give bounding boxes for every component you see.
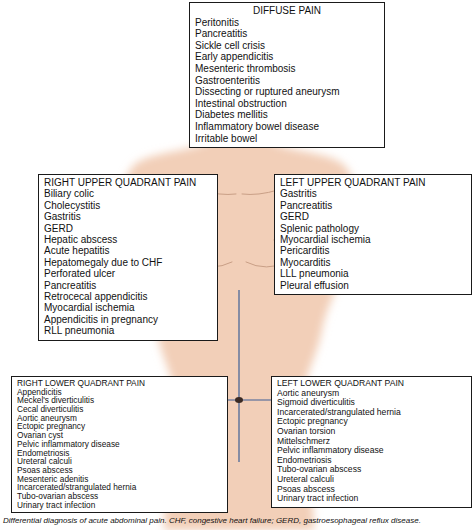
- diagnosis-item: Tubo-ovarian abscess: [17, 492, 222, 501]
- diagnosis-item: Cholecystitis: [44, 200, 212, 211]
- diagnosis-item: GERD: [280, 211, 466, 222]
- diagnosis-item: Meckel's diverticulitis: [17, 396, 222, 405]
- region-heading: RIGHT LOWER QUADRANT PAIN: [17, 379, 222, 388]
- diagnosis-item: Sickle cell crisis: [195, 40, 379, 52]
- diagnosis-item: Myocardial ischemia: [44, 302, 212, 313]
- diagnosis-item: Urinary tract infection: [17, 501, 222, 510]
- region-heading: DIFFUSE PAIN: [195, 5, 379, 17]
- diagnosis-item: Psoas abscess: [17, 466, 222, 475]
- diagnosis-item: Splenic pathology: [280, 223, 466, 234]
- diagnosis-item: Endometriosis: [17, 449, 222, 458]
- pain-region-box: LEFT UPPER QUADRANT PAINGastritisPancrea…: [274, 174, 472, 295]
- diagnosis-item: Urinary tract infection: [277, 494, 466, 504]
- diagnosis-item: Inflammatory bowel disease: [195, 121, 379, 133]
- diagnosis-item: Ovarian cyst: [17, 431, 222, 440]
- diagnosis-item: Pancreatitis: [280, 200, 466, 211]
- diagnosis-item: Pancreatitis: [44, 280, 212, 291]
- diagnosis-item: Mesenteric thrombosis: [195, 63, 379, 75]
- diagnosis-item: Tubo-ovarian abscess: [277, 465, 466, 475]
- diagnosis-item: Biliary colic: [44, 188, 212, 199]
- diagnosis-item: Retrocecal appendicitis: [44, 291, 212, 302]
- diagnosis-item: Intestinal obstruction: [195, 98, 379, 110]
- diagnosis-item: Pancreatitis: [195, 28, 379, 40]
- diagnosis-item: Aortic aneurysm: [17, 414, 222, 423]
- diagnosis-item: Ectopic pregnancy: [17, 422, 222, 431]
- diagnosis-item: Appendicitis: [17, 388, 222, 397]
- diagnosis-item: Cecal diverticulitis: [17, 405, 222, 414]
- diagnosis-item: Ureteral calculi: [17, 457, 222, 466]
- diagnosis-item: Pericarditis: [280, 245, 466, 256]
- diagnosis-item: Ectopic pregnancy: [277, 417, 466, 427]
- diagnosis-item: RLL pneumonia: [44, 325, 212, 336]
- diagnosis-item: Early appendicitis: [195, 51, 379, 63]
- diagnosis-item: Incarcerated/strangulated hernia: [17, 483, 222, 492]
- diagnosis-item: Mittelschmerz: [277, 437, 466, 447]
- diagnosis-item: Sigmoid diverticulitis: [277, 398, 466, 408]
- diagnosis-item: Perforated ulcer: [44, 268, 212, 279]
- diagnosis-item: Psoas abscess: [277, 485, 466, 495]
- diagnosis-item: Hepatic abscess: [44, 234, 212, 245]
- region-heading: RIGHT UPPER QUADRANT PAIN: [44, 177, 212, 188]
- diagnosis-item: Myocarditis: [280, 257, 466, 268]
- diagnosis-item: Appendicitis in pregnancy: [44, 314, 212, 325]
- pain-region-box: LEFT LOWER QUADRANT PAINAortic aneurysmS…: [271, 376, 472, 508]
- diagnosis-item: Hepatomegaly due to CHF: [44, 257, 212, 268]
- diagnosis-item: Ureteral calculi: [277, 475, 466, 485]
- diagnosis-item: Irritable bowel: [195, 133, 379, 145]
- diagnosis-item: Diabetes mellitis: [195, 109, 379, 121]
- diagnosis-item: Dissecting or ruptured aneurysm: [195, 86, 379, 98]
- diagnosis-item: Gastritis: [44, 211, 212, 222]
- diagnosis-item: Gastroenteritis: [195, 75, 379, 87]
- navel: [235, 397, 243, 403]
- region-heading: LEFT UPPER QUADRANT PAIN: [280, 177, 466, 188]
- diagnosis-item: Mesenteric adenitis: [17, 475, 222, 484]
- pain-region-box: RIGHT LOWER QUADRANT PAINAppendicitisMec…: [11, 376, 228, 513]
- region-heading: LEFT LOWER QUADRANT PAIN: [277, 379, 466, 389]
- diagnosis-item: Peritonitis: [195, 17, 379, 29]
- figure-caption: Differential diagnosis of acute abdomina…: [3, 516, 471, 525]
- diagnosis-item: Aortic aneurysm: [277, 389, 466, 399]
- diagnosis-item: Pleural effusion: [280, 280, 466, 291]
- diagnosis-item: Incarcerated/strangulated hernia: [277, 408, 466, 418]
- diagnosis-item: Pelvic inflammatory disease: [17, 440, 222, 449]
- diagnosis-item: GERD: [44, 223, 212, 234]
- diagnosis-item: Endometriosis: [277, 456, 466, 466]
- pain-region-box: DIFFUSE PAINPeritonitisPancreatitisSickl…: [189, 2, 385, 148]
- pain-region-box: RIGHT UPPER QUADRANT PAINBiliary colicCh…: [38, 174, 218, 341]
- diagnosis-item: Acute hepatitis: [44, 245, 212, 256]
- diagnosis-item: Myocardial ischemia: [280, 234, 466, 245]
- diagnosis-item: LLL pneumonia: [280, 268, 466, 279]
- diagnosis-item: Pelvic inflammatory disease: [277, 446, 466, 456]
- diagnosis-item: Gastritis: [280, 188, 466, 199]
- diagnosis-item: Ovarian torsion: [277, 427, 466, 437]
